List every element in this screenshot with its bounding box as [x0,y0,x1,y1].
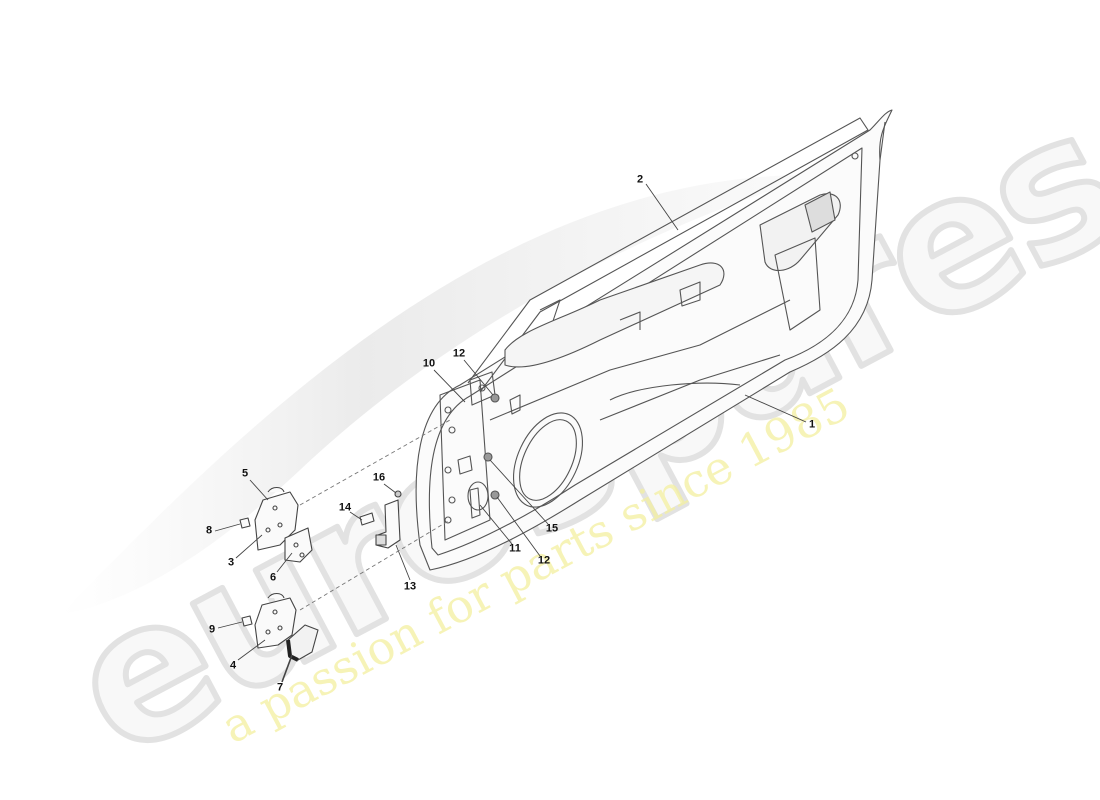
callout-10: 10 [422,357,436,370]
callout-2: 2 [636,173,644,186]
callout-15: 15 [545,522,559,535]
callout-13: 13 [403,580,417,593]
callout-7: 7 [276,681,284,694]
callout-1: 1 [808,418,816,431]
callout-11: 11 [509,542,521,555]
callout-16: 16 [372,471,386,484]
callout-6: 6 [269,571,277,584]
callout-9: 9 [208,623,216,636]
callout-14: 14 [338,501,352,514]
callout-3: 3 [227,556,235,569]
callout-5: 5 [241,467,249,480]
callout-4: 4 [229,659,237,672]
callout-8: 8 [205,524,213,537]
callout-12-lower: 12 [537,554,551,567]
callout-12-upper: 12 [452,347,466,360]
lower-hinge [254,597,297,649]
